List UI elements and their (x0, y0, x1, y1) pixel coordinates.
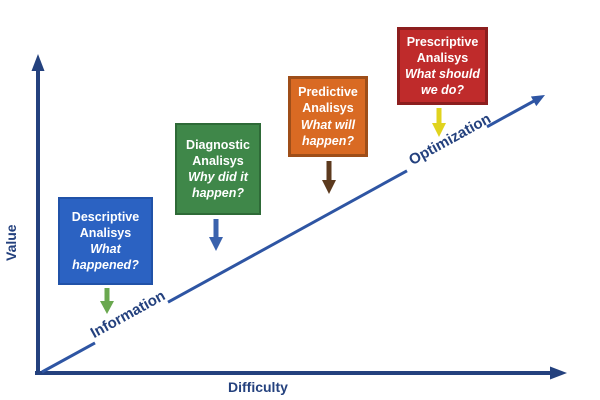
stage-box-prescriptive: Prescriptive Analisys What should we do? (397, 27, 488, 105)
y-axis-label: Value (3, 224, 19, 262)
stage-box-predictive: Predictive Analisys What will happen? (288, 76, 368, 157)
stage-title: Diagnostic Analisys (186, 137, 250, 168)
stage-question: What should we do? (405, 67, 480, 98)
stage-question: What will happen? (300, 117, 356, 148)
x-axis-label: Difficulty (228, 379, 288, 395)
prescriptive-down-arrow-icon (432, 108, 446, 137)
descriptive-down-arrow-icon (100, 288, 114, 314)
diagnostic-down-arrow-icon (209, 219, 223, 251)
trend-line-segment-1 (41, 341, 96, 374)
y-axis-arrowhead-icon (31, 54, 45, 71)
trend-arrowhead-icon (530, 95, 545, 107)
x-axis-arrowhead-icon (550, 366, 567, 380)
trend-line-segment-3 (486, 99, 535, 129)
stage-title: Descriptive Analisys (71, 209, 140, 240)
stage-box-descriptive: Descriptive Analisys What happened? (58, 197, 153, 285)
stage-title: Predictive Analisys (298, 85, 358, 116)
predictive-down-arrow-icon (322, 161, 336, 194)
trend-line-segment-2 (167, 169, 408, 304)
stage-question: What happened? (72, 242, 139, 273)
stage-box-diagnostic: Diagnostic Analisys Why did it happen? (175, 123, 261, 215)
stage-question: Why did it happen? (188, 170, 248, 201)
stage-title: Prescriptive Analisys (406, 34, 479, 65)
